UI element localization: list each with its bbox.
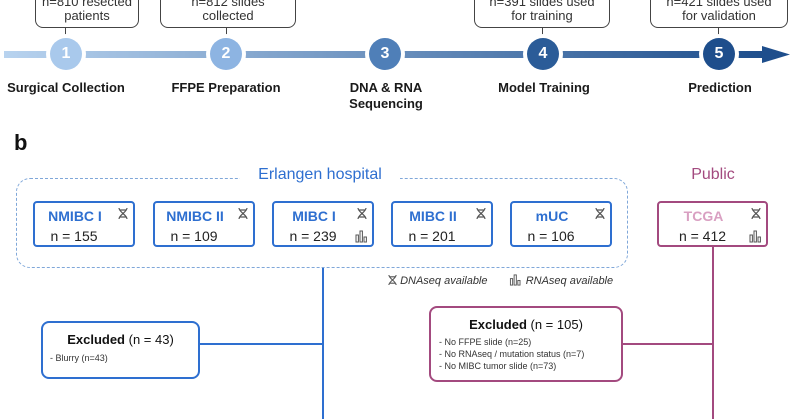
top-box-line1: n=421 slides used — [666, 0, 772, 9]
public-flow-line — [712, 247, 714, 419]
cohort-mibc-2: MIBC II n = 201 — [391, 201, 493, 247]
top-box-line1: n=812 slides — [191, 0, 265, 9]
excluded-label: Excluded — [469, 317, 527, 332]
erlangen-flow-line — [322, 268, 324, 419]
excluded-public-title: Excluded (n = 105) — [431, 317, 621, 332]
public-title: Public — [691, 166, 735, 183]
step-label-3-line1: DNA & RNA — [349, 80, 423, 95]
top-box-training: n=391 slides used for training — [474, 0, 610, 28]
cohort-count: n = 106 — [527, 228, 575, 244]
top-box-line2: for validation — [682, 8, 756, 23]
connector-2 — [226, 28, 227, 40]
step-label-3-line2: Sequencing — [349, 96, 423, 111]
excluded-item: - No MIBC tumor slide (n=73) — [439, 361, 557, 371]
connector-5 — [718, 28, 719, 40]
excluded-item: - No FFPE slide (n=25) — [439, 337, 532, 347]
dna-icon — [357, 207, 367, 220]
excluded-item: - No RNAseq / mutation status (n=7) — [439, 349, 585, 359]
cohort-name: NMIBC II — [166, 208, 224, 224]
excluded-erlangen-box: Excluded (n = 43) - Blurry (n=43) — [41, 321, 200, 379]
top-box-line2: for training — [511, 8, 573, 23]
step-label-5: Prediction — [688, 80, 752, 95]
excluded-item: - Blurry (n=43) — [50, 353, 108, 363]
excluded-label: Excluded — [67, 332, 125, 347]
cohort-count: n = 201 — [408, 228, 456, 244]
cohort-count: n = 109 — [170, 228, 218, 244]
step-label-1: Surgical Collection — [7, 80, 125, 95]
cohort-name: NMIBC I — [48, 208, 102, 224]
cohort-name: MIBC II — [409, 208, 457, 224]
top-box-validation: n=421 slides used for validation — [650, 0, 788, 28]
dna-icon — [476, 207, 486, 220]
dna-icon — [595, 207, 605, 220]
excluded-erlangen-title: Excluded (n = 43) — [43, 332, 198, 347]
dna-icon — [118, 207, 128, 220]
cohort-nmibc-2: NMIBC II n = 109 — [153, 201, 255, 247]
rna-bars-icon — [355, 230, 367, 243]
top-box-line2: patients — [64, 8, 110, 23]
rna-bars-icon — [749, 230, 761, 243]
cohort-mibc-1: MIBC I n = 239 — [272, 201, 374, 247]
dna-icon — [238, 207, 248, 220]
cohort-nmibc-1: NMIBC I n = 155 — [33, 201, 135, 247]
connector-4 — [542, 28, 543, 40]
legend: DNAseq available RNAseq available — [388, 274, 613, 287]
public-exclusion-branch — [622, 343, 713, 345]
cohort-tcga: TCGA n = 412 — [657, 201, 768, 247]
top-box-line1: n=391 slides used — [489, 0, 595, 9]
dna-icon — [388, 274, 397, 286]
cohort-name: mUC — [535, 208, 569, 224]
excluded-items: - No FFPE slide (n=25) - No RNAseq / mut… — [439, 336, 621, 372]
cohort-name: MIBC I — [292, 208, 336, 224]
excluded-public-box: Excluded (n = 105) - No FFPE slide (n=25… — [429, 306, 623, 382]
cohort-name: TCGA — [683, 208, 724, 224]
rna-bars-icon — [509, 274, 521, 286]
step-circle-5: 5 — [703, 38, 735, 70]
cohort-muc: mUC n = 106 — [510, 201, 612, 247]
step-circle-2: 2 — [210, 38, 242, 70]
step-label-4: Model Training — [498, 80, 590, 95]
cohort-count: n = 239 — [289, 228, 337, 244]
dna-icon — [751, 207, 761, 220]
top-box-line1: n=810 resected — [42, 0, 132, 9]
erlangen-title: Erlangen hospital — [240, 166, 400, 184]
erlangen-exclusion-branch — [199, 343, 323, 345]
step-circle-3: 3 — [369, 38, 401, 70]
excluded-count: (n = 43) — [125, 332, 174, 347]
step-circle-4: 4 — [527, 38, 559, 70]
top-box-slides-collected: n=812 slides collected — [160, 0, 296, 28]
step-label-2: FFPE Preparation — [171, 80, 281, 95]
legend-rna-label: RNAseq available — [525, 275, 614, 287]
step-circle-1: 1 — [50, 38, 82, 70]
excluded-count: (n = 105) — [526, 317, 583, 332]
top-box-patients: n=810 resected patients — [35, 0, 139, 28]
panel-b-label: b — [14, 130, 28, 155]
cohort-count: n = 155 — [50, 228, 98, 244]
step-label-3: DNA & RNA Sequencing — [326, 80, 446, 112]
connector-1 — [65, 28, 66, 40]
cohort-count: n = 412 — [678, 228, 727, 244]
top-box-line2: collected — [202, 8, 254, 23]
legend-dna-label: DNAseq available — [400, 275, 488, 287]
